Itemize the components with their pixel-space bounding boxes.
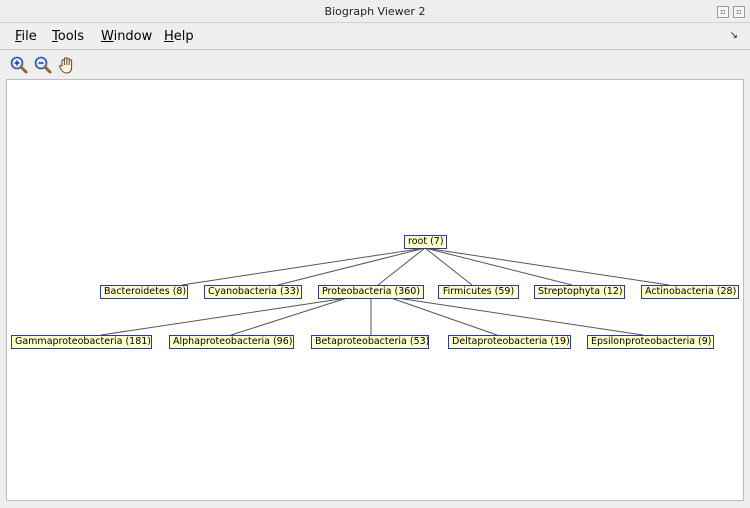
node-epsilonproteobacteria[interactable]: Epsilonproteobacteria (9) bbox=[587, 335, 714, 349]
menu-bar: File Tools Window Help ↘ bbox=[0, 24, 750, 50]
node-bacteroidetes[interactable]: Bacteroidetes (8) bbox=[100, 285, 188, 299]
zoom-in-icon[interactable] bbox=[9, 55, 29, 75]
node-actinobacteria[interactable]: Actinobacteria (28) bbox=[641, 285, 739, 299]
node-deltaproteobacteria[interactable]: Deltaproteobacteria (19) bbox=[448, 335, 571, 349]
node-betaproteobacteria[interactable]: Betaproteobacteria (53) bbox=[311, 335, 429, 349]
graph-edges bbox=[100, 247, 670, 336]
edge bbox=[396, 297, 644, 336]
menu-help[interactable]: Help bbox=[164, 29, 194, 44]
menu-file[interactable]: File bbox=[15, 29, 37, 44]
maximize-button[interactable]: ▫ bbox=[733, 6, 745, 18]
edge bbox=[424, 247, 473, 286]
toolbar bbox=[0, 51, 750, 79]
node-gammaproteobacteria[interactable]: Gammaproteobacteria (181) bbox=[11, 335, 152, 349]
node-root[interactable]: root (7) bbox=[404, 235, 447, 249]
edge bbox=[377, 247, 426, 286]
edge bbox=[230, 297, 348, 336]
edge bbox=[181, 247, 426, 286]
edge bbox=[424, 247, 573, 286]
pan-hand-icon[interactable] bbox=[57, 55, 77, 75]
edge bbox=[390, 297, 498, 336]
node-cyanobacteria[interactable]: Cyanobacteria (33) bbox=[204, 285, 302, 299]
node-alphaproteobacteria[interactable]: Alphaproteobacteria (96) bbox=[169, 335, 294, 349]
dock-arrow-icon[interactable]: ↘ bbox=[729, 30, 738, 41]
edge bbox=[100, 297, 348, 336]
zoom-out-icon[interactable] bbox=[33, 55, 53, 75]
menu-tools[interactable]: Tools bbox=[52, 29, 85, 44]
node-firmicutes[interactable]: Firmicutes (59) bbox=[438, 285, 519, 299]
window-title: Biograph Viewer 2 bbox=[324, 5, 426, 18]
menu-window[interactable]: Window bbox=[101, 29, 153, 44]
edge bbox=[277, 247, 426, 286]
minimize-button[interactable]: ▫ bbox=[717, 6, 729, 18]
node-streptophyta[interactable]: Streptophyta (12) bbox=[534, 285, 625, 299]
edge bbox=[424, 247, 670, 286]
node-proteobacteria[interactable]: Proteobacteria (360) bbox=[318, 285, 424, 299]
title-bar: Biograph Viewer 2 ▫ ▫ bbox=[0, 0, 750, 23]
graph-canvas[interactable]: root (7) Bacteroidetes (8) Cyanobacteria… bbox=[6, 79, 744, 501]
